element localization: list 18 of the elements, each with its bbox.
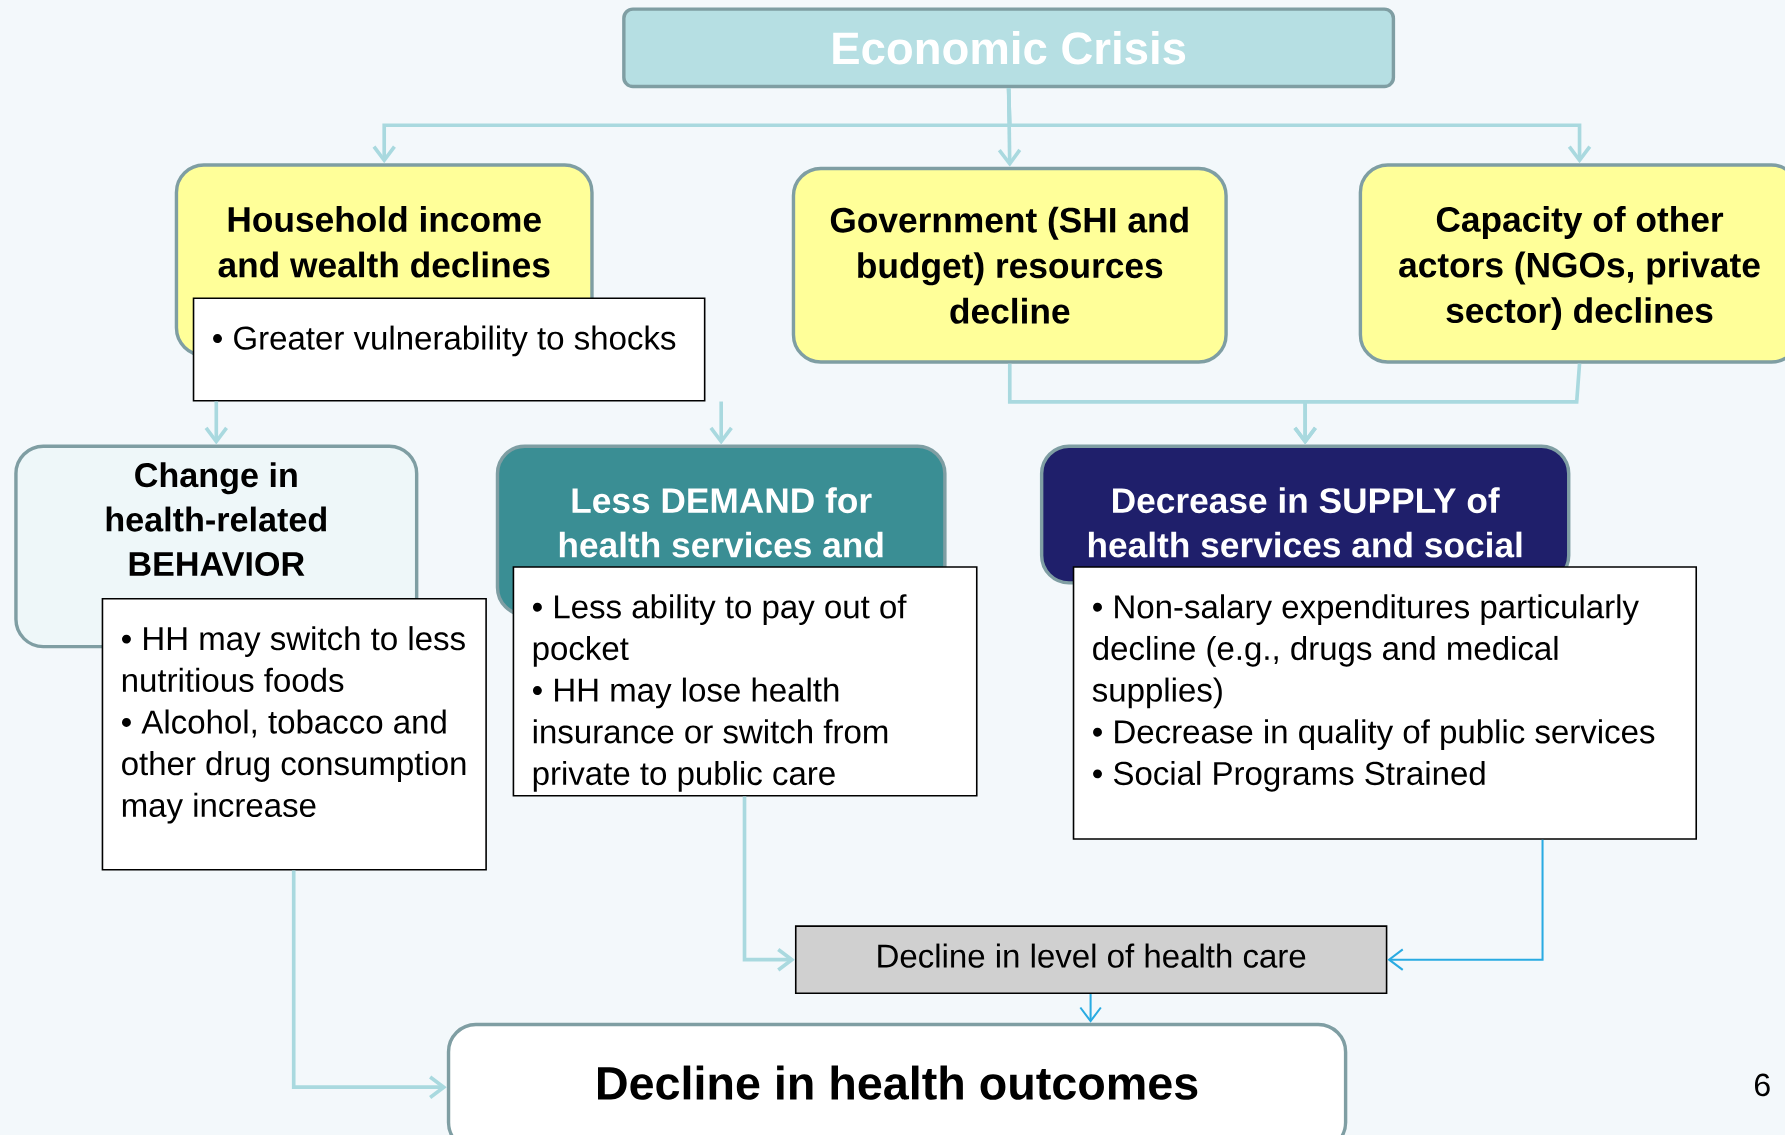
- bullet-list-box: • Non-salary expenditures particularly decline (e.g., drugs and medical supplies) • Decrease in quality of public services • Social Programs Strained: [1072, 566, 1698, 840]
- outcome-box: Decline in health outcomes: [446, 1022, 1348, 1135]
- arrow: [291, 870, 447, 1099]
- arrow: [1079, 994, 1102, 1023]
- page-number: 6: [1755, 1073, 1770, 1097]
- bullet-list-box: • Less ability to pay out of pocket • HH may lose health insurance or switch from private to public care: [512, 566, 978, 797]
- arrow: [1387, 839, 1544, 971]
- node-box: Economic Crisis: [622, 7, 1396, 89]
- arrow: [742, 796, 795, 972]
- arrow: [709, 401, 733, 445]
- arrow: [204, 401, 228, 445]
- title-box: Government (SHI and budget) resources decline: [791, 166, 1228, 364]
- bullet-list-box: • HH may switch to less nutritious foods • Alcohol, tobacco and other drug consumption may increase: [101, 598, 487, 871]
- arrow: [1293, 363, 1582, 445]
- arrow: [1006, 88, 1592, 164]
- bullet-list-box: • Greater vulnerability to shocks: [192, 297, 706, 402]
- title-box: Capacity of other actors (NGOs, private sector) declines: [1358, 163, 1785, 364]
- result-box: Decline in level of health care: [794, 925, 1388, 995]
